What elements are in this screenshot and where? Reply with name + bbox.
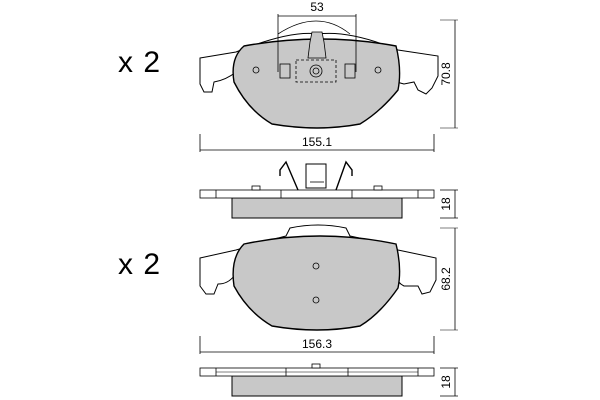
pad-1-front-view bbox=[199, 20, 439, 129]
pad-1-quantity: x 2 bbox=[118, 46, 162, 79]
dim-pad-2-height: 68.2 bbox=[439, 227, 458, 331]
dim-pad-2-width: 156.3 bbox=[199, 336, 435, 354]
dim-pad-1-width: 155.1 bbox=[199, 134, 435, 152]
pad-2-side-view bbox=[199, 363, 435, 397]
dim-156-3-label: 156.3 bbox=[302, 337, 332, 351]
dim-53-label: 53 bbox=[310, 0, 324, 14]
dim-pad-1-height: 70.8 bbox=[439, 19, 458, 129]
dim-155-1-label: 155.1 bbox=[302, 135, 332, 149]
pad-2-quantity: x 2 bbox=[118, 248, 162, 281]
dim-pad-1-thickness: 18 bbox=[439, 189, 458, 219]
dim-pad-2-thickness: 18 bbox=[439, 367, 458, 397]
dim-18-label-2: 18 bbox=[439, 375, 453, 389]
dim-18-label-1: 18 bbox=[439, 197, 453, 211]
dim-68-2-label: 68.2 bbox=[439, 267, 453, 291]
dim-sensor-spacing: 53 bbox=[277, 0, 357, 72]
pad-2-front-view bbox=[199, 224, 437, 331]
dim-70-8-label: 70.8 bbox=[439, 62, 453, 86]
pad-1-side-view bbox=[199, 160, 435, 219]
